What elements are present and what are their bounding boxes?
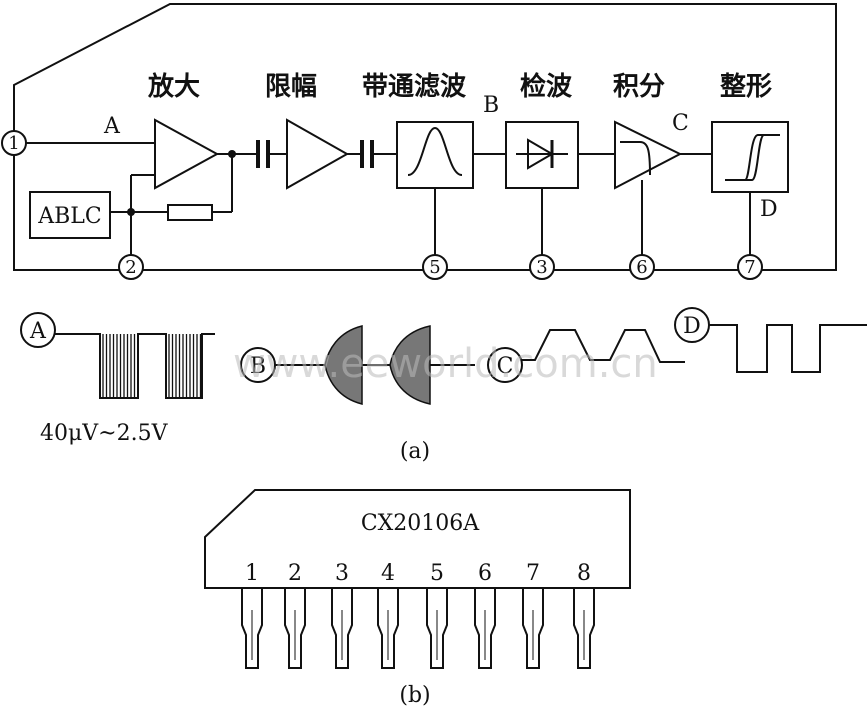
label-bandpass: 带通滤波 <box>362 72 467 102</box>
pin-1: 1 <box>1 130 27 156</box>
svg-text:3: 3 <box>536 257 547 278</box>
label-limit: 限幅 <box>265 72 317 102</box>
node-c-label: C <box>672 111 689 136</box>
chip-pin-leg <box>377 588 399 669</box>
waveform-a: A <box>20 312 215 399</box>
chip-pin-leg <box>284 588 306 669</box>
integrator-triangle <box>614 120 683 190</box>
pin-7: 7 <box>737 254 763 280</box>
svg-text:5: 5 <box>429 257 440 278</box>
coupling-capacitor-2 <box>360 140 374 168</box>
svg-text:1: 1 <box>8 133 19 154</box>
pin-6: 6 <box>629 254 655 280</box>
pin-5: 5 <box>422 254 448 280</box>
label-integrate: 积分 <box>613 72 665 102</box>
chip-pin-leg <box>241 588 263 669</box>
chip-pins: 1 2 3 4 5 6 7 8 <box>241 561 595 669</box>
label-amplify: 放大 <box>147 71 200 102</box>
waveform-c: C <box>487 329 685 383</box>
bandpass-block <box>396 121 474 189</box>
chip-pin-number: 1 <box>245 561 259 586</box>
chip-pin-leg <box>474 588 496 669</box>
node-b-label: B <box>483 93 499 118</box>
label-shape: 整形 <box>720 71 772 102</box>
chip-pin-number: 2 <box>288 561 302 586</box>
chip-pin-number: 3 <box>335 561 349 586</box>
caption-b: (b) <box>399 683 430 708</box>
feedback-resistor <box>167 204 213 221</box>
chip-name: CX20106A <box>361 511 480 536</box>
label-detect: 检波 <box>520 71 573 102</box>
caption-a: (a) <box>400 439 430 464</box>
chip-pin-number: 5 <box>430 561 444 586</box>
amplifier-triangle <box>154 118 220 190</box>
hysteresis-curve-2 <box>732 134 780 181</box>
ablc-label: ABLC <box>37 204 102 229</box>
diode-icon <box>516 138 568 170</box>
node-a-label: A <box>103 114 121 139</box>
coupling-capacitor-1 <box>256 140 270 168</box>
ablc-block <box>29 191 111 239</box>
waveform-b: B <box>240 325 475 405</box>
ic-outline <box>13 3 837 271</box>
hysteresis-curve-1 <box>725 134 776 181</box>
chip-pin-leg <box>426 588 448 669</box>
pin-2: 2 <box>118 254 144 280</box>
chip-pin-leg <box>573 588 595 669</box>
svg-text:6: 6 <box>636 257 647 278</box>
svg-text:2: 2 <box>125 257 136 278</box>
chip-pin-leg <box>331 588 353 669</box>
watermark-text: www.eeworld.com.cn <box>233 341 658 387</box>
svg-text:A: A <box>29 319 47 344</box>
chip-pin-number: 8 <box>577 561 591 586</box>
limiter-triangle <box>286 118 350 190</box>
svg-text:D: D <box>683 314 701 339</box>
node-d-label: D <box>760 197 778 222</box>
pin-3: 3 <box>529 254 555 280</box>
waveform-d: D <box>674 307 867 373</box>
svg-text:C: C <box>497 354 514 379</box>
svg-text:7: 7 <box>744 257 755 278</box>
bandpass-curve <box>407 126 463 176</box>
svg-text:B: B <box>250 354 266 379</box>
chip-package <box>204 489 631 589</box>
waveform-a-range: 40μV~2.5V <box>40 421 169 446</box>
integrator-curve <box>620 141 651 176</box>
chip-pin-number: 6 <box>478 561 492 586</box>
chip-pin-leg <box>522 588 544 669</box>
chip-pin-number: 4 <box>381 561 395 586</box>
chip-pin-number: 7 <box>526 561 540 586</box>
